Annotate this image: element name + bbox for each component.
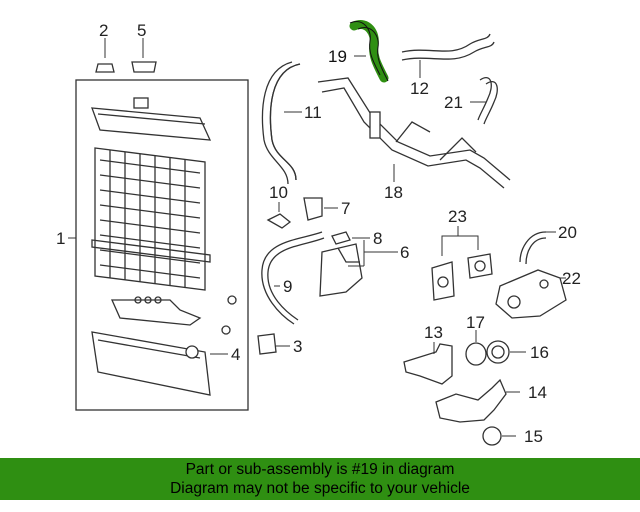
radiator-frame-box bbox=[75, 79, 249, 411]
callout-14: 14 bbox=[528, 383, 547, 402]
callout-11: 11 bbox=[304, 103, 322, 122]
gaskets-23 bbox=[431, 226, 493, 301]
callout-3: 3 bbox=[293, 337, 302, 356]
radiator-hose-11 bbox=[269, 63, 301, 181]
callout-9: 9 bbox=[283, 277, 292, 296]
callout-22: 22 bbox=[562, 269, 581, 288]
radiator-cap-2 bbox=[95, 38, 115, 73]
water-inlet-13 bbox=[403, 343, 453, 385]
gasket-17 bbox=[465, 342, 487, 366]
banner-line-2: Diagram may not be specific to your vehi… bbox=[170, 480, 470, 497]
callout-15: 15 bbox=[524, 427, 543, 446]
callout-19: 19 bbox=[328, 47, 347, 66]
callout-13: 13 bbox=[424, 323, 443, 342]
callout-23: 23 bbox=[448, 207, 467, 226]
banner-line-1: Part or sub-assembly is #19 in diagram bbox=[185, 461, 455, 478]
callout-12: 12 bbox=[410, 79, 429, 98]
callout-17: 17 bbox=[466, 313, 485, 332]
callout-2: 2 bbox=[99, 21, 108, 40]
parts-diagram: 1 2 3 4 5 6 7 8 9 10 11 12 13 14 15 16 1… bbox=[56, 20, 581, 446]
callout-8: 8 bbox=[373, 229, 382, 248]
reservoir-tank-6 bbox=[319, 243, 363, 297]
radiator-cap-5 bbox=[131, 38, 157, 73]
callout-4: 4 bbox=[231, 345, 240, 364]
hose-19-highlighted bbox=[349, 20, 389, 83]
callout-7: 7 bbox=[341, 199, 350, 218]
hose-21 bbox=[483, 81, 498, 125]
water-pipe-18 bbox=[317, 77, 511, 189]
clip-10 bbox=[266, 202, 292, 229]
callout-labels: 1 2 3 4 5 6 7 8 9 10 11 12 13 14 15 16 1… bbox=[56, 21, 581, 446]
callout-16: 16 bbox=[530, 343, 549, 362]
overflow-hose-9 bbox=[261, 231, 323, 325]
drain-cock-3 bbox=[257, 333, 277, 355]
callout-10: 10 bbox=[269, 183, 288, 202]
radiator-assembly bbox=[75, 79, 249, 411]
callout-21: 21 bbox=[444, 93, 463, 112]
callout-20: 20 bbox=[558, 223, 577, 242]
info-banner: Part or sub-assembly is #19 in diagram D… bbox=[0, 458, 640, 500]
water-outlet-22 bbox=[495, 269, 567, 319]
hose-20 bbox=[519, 231, 547, 263]
callout-6: 6 bbox=[400, 243, 409, 262]
bracket-7 bbox=[303, 197, 323, 221]
reservoir-cap-8 bbox=[331, 231, 351, 245]
hose-12 bbox=[401, 33, 491, 53]
thermostat-16 bbox=[486, 340, 510, 364]
gasket-15 bbox=[482, 426, 502, 446]
callout-1: 1 bbox=[56, 229, 65, 248]
callout-18: 18 bbox=[384, 183, 403, 202]
leader-lines bbox=[68, 55, 566, 437]
callout-5: 5 bbox=[137, 21, 146, 40]
inlet-housing-14 bbox=[435, 378, 507, 423]
